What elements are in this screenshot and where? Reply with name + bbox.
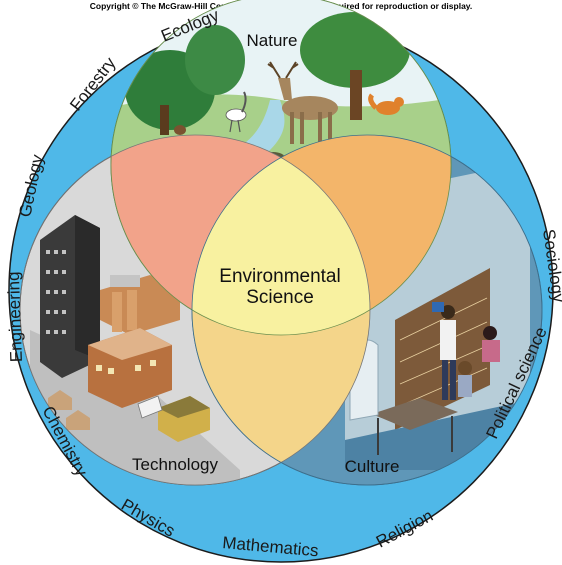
squirrel-icon [174, 125, 186, 135]
deer-icon [267, 61, 338, 144]
factory-icon [100, 275, 180, 335]
tree-right-canopy [300, 12, 410, 88]
center-title-line2: Science [246, 287, 314, 308]
discipline-engineering: Engineering [4, 271, 26, 362]
seated-reader-icon [458, 326, 500, 397]
culture-label: Culture [345, 457, 400, 476]
heron-icon [225, 91, 247, 133]
skyscraper-icon [40, 215, 100, 378]
house-icon [48, 390, 90, 430]
tree-right-trunk [350, 70, 362, 120]
truck-icon [137, 395, 163, 419]
fox-icon [368, 93, 404, 115]
person-reaching-icon [432, 302, 456, 400]
technology-label: Technology [132, 455, 219, 474]
brick-building-icon [88, 328, 172, 408]
library-table-icon [372, 398, 458, 455]
small-building-icon [158, 396, 210, 442]
nature-label: Nature [246, 31, 297, 50]
tree-left-canopy-2 [185, 25, 245, 95]
tree-left-trunk [160, 105, 169, 135]
center-title-line1: Environmental [219, 266, 340, 287]
